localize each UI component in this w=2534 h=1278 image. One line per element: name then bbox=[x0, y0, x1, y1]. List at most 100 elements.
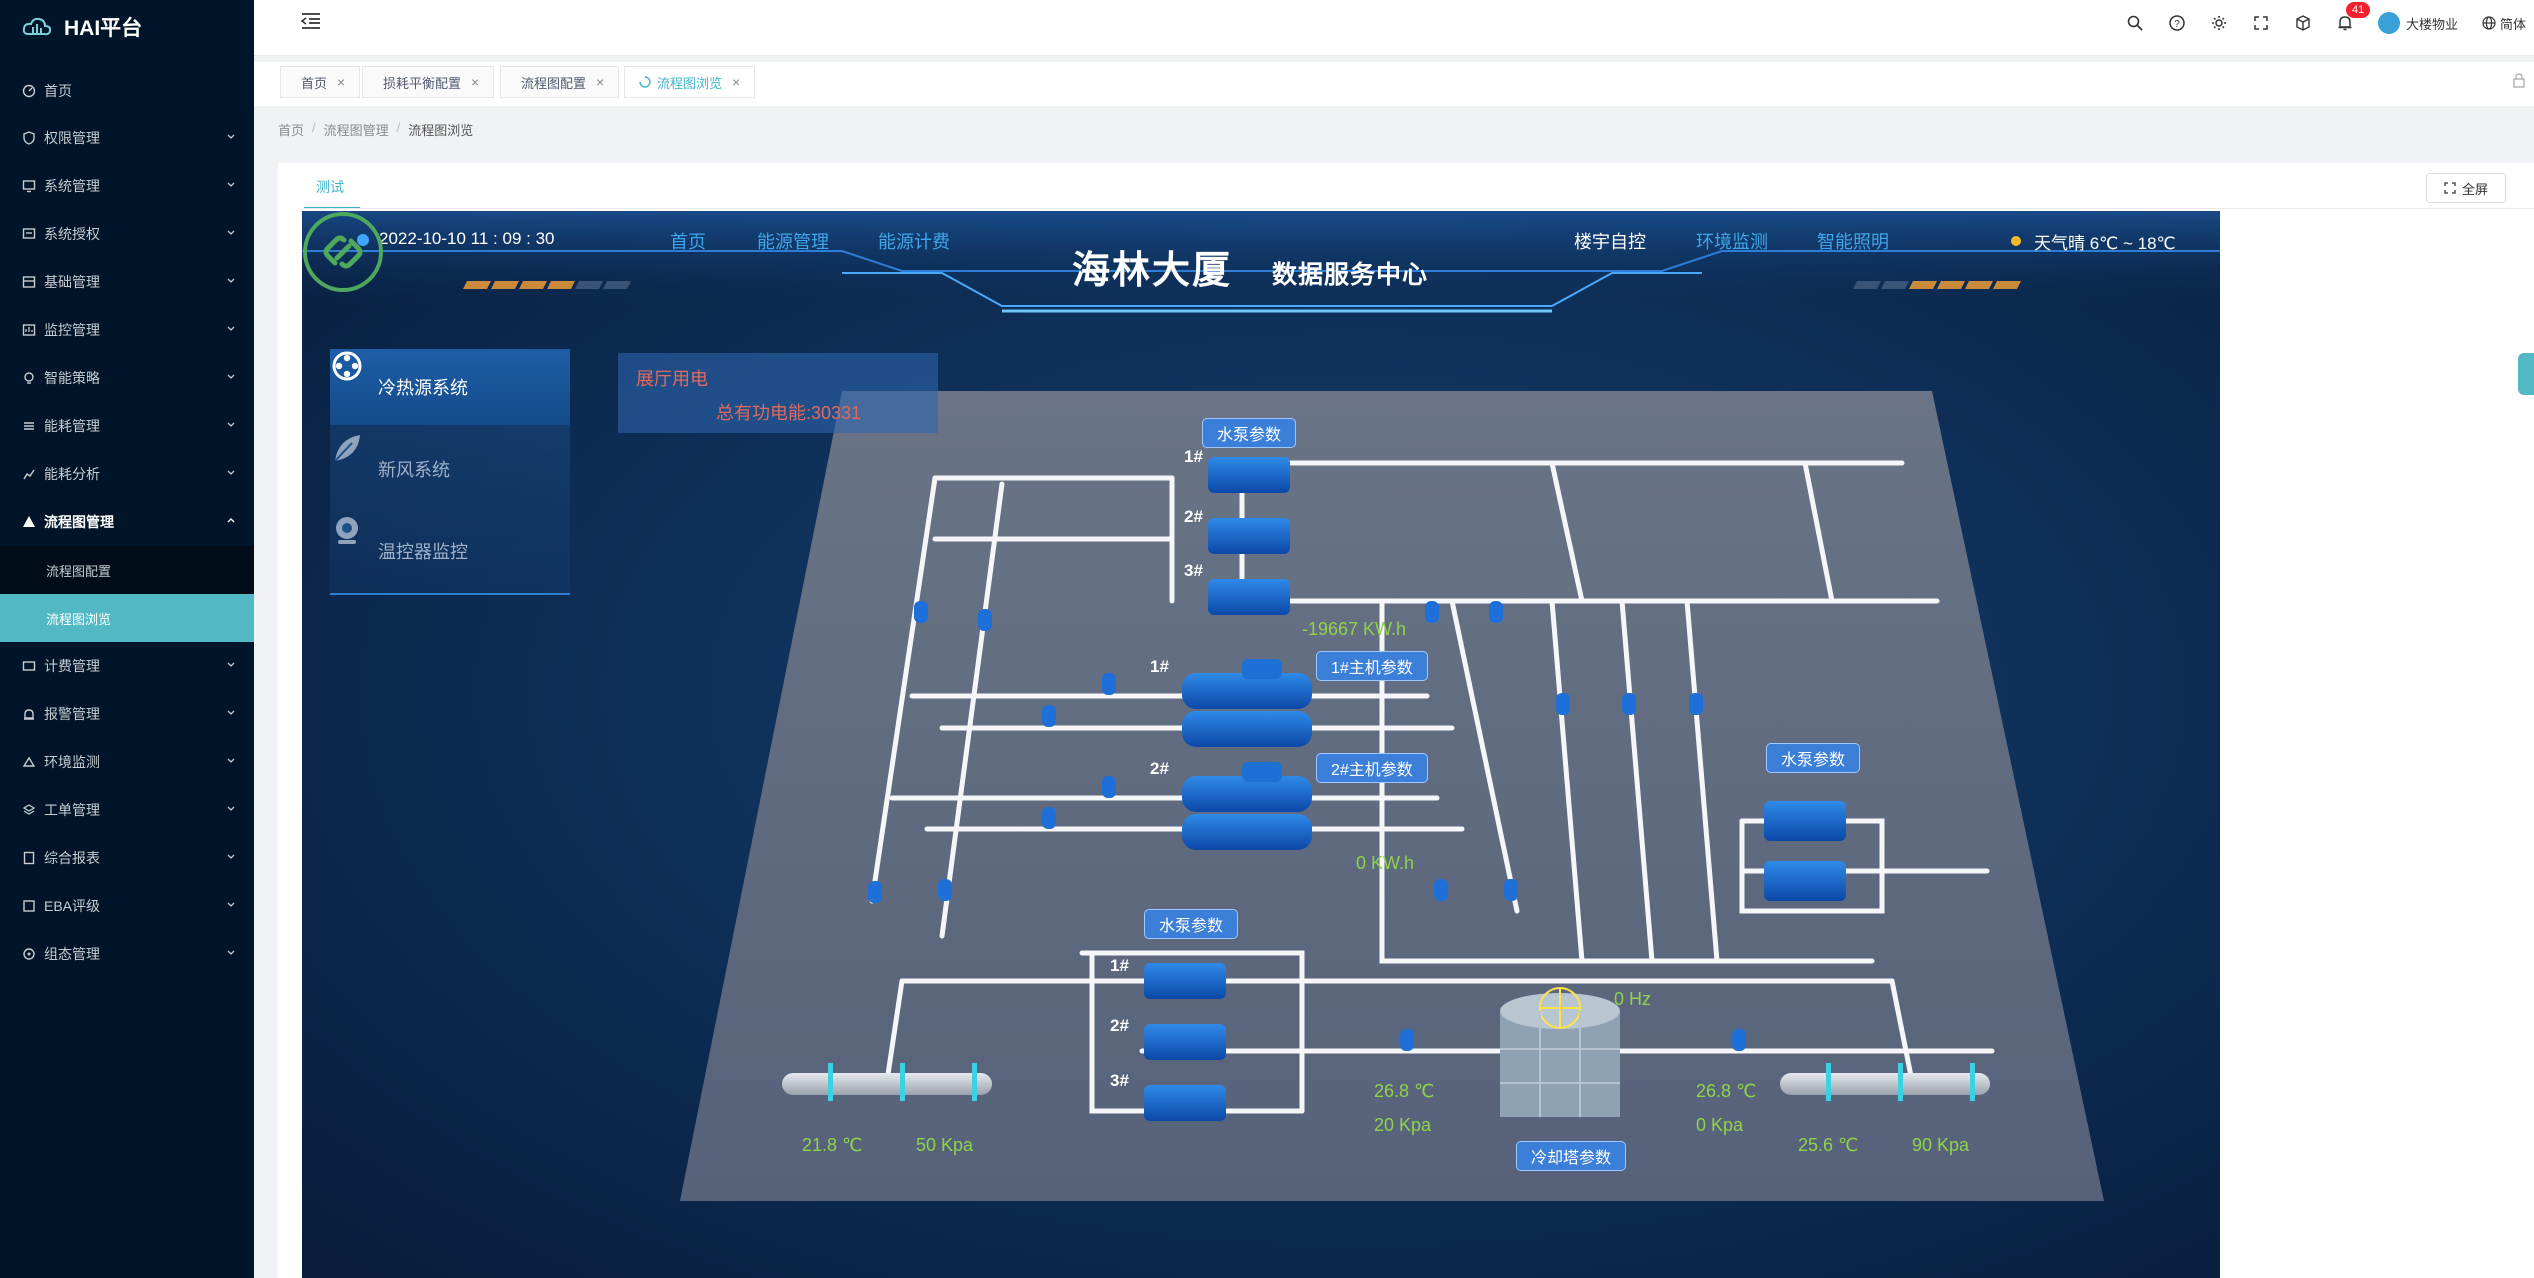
language-label: 简体 bbox=[2499, 16, 2526, 32]
sidebar-item-label: 首页 bbox=[44, 83, 72, 99]
sidebar-item-label: 系统授权 bbox=[44, 226, 100, 242]
sidebar-item-strategy[interactable]: 智能策略 bbox=[0, 354, 254, 402]
sidebar-item-label: EBA评级 bbox=[44, 898, 101, 914]
monitor-icon bbox=[22, 324, 36, 336]
fullscreen-icon[interactable] bbox=[2252, 14, 2270, 32]
header-ornament-right bbox=[1853, 281, 2021, 289]
report-icon bbox=[23, 851, 35, 865]
lock-icon[interactable] bbox=[2512, 72, 2526, 88]
environment-icon bbox=[22, 756, 36, 767]
sidebar-item-license[interactable]: 系统授权 bbox=[0, 210, 254, 258]
sidebar-item-label: 流程图管理 bbox=[44, 514, 114, 530]
cube-icon[interactable] bbox=[2294, 14, 2312, 32]
breadcrumb-item[interactable]: 首页 bbox=[278, 123, 305, 138]
close-icon[interactable]: × bbox=[732, 74, 741, 90]
tab-label: 流程图配置 bbox=[521, 75, 587, 91]
pump-bottom-group bbox=[1144, 963, 1226, 1121]
sidebar-item-reports[interactable]: 综合报表 bbox=[0, 834, 254, 882]
menu-fold-icon[interactable] bbox=[300, 11, 322, 31]
rating-icon bbox=[23, 900, 35, 912]
tab-label: 流程图浏览 bbox=[657, 75, 723, 91]
link-icon[interactable] bbox=[302, 211, 384, 293]
breadcrumb-separator: / bbox=[396, 120, 401, 135]
tower-frequency: 0 Hz bbox=[1614, 989, 1652, 1009]
sidebar-item-label: 综合报表 bbox=[44, 850, 100, 866]
left-temperature: 21.8 ℃ bbox=[802, 1135, 863, 1155]
nav-environment-monitoring[interactable]: 环境监测 bbox=[1696, 232, 1768, 252]
cooling-tower-params-button[interactable]: 冷却塔参数 bbox=[1516, 1141, 1627, 1171]
tab-flow-config[interactable]: 流程图配置 × bbox=[500, 66, 620, 98]
chevron-down-icon bbox=[227, 854, 235, 859]
sidebar-item-environment[interactable]: 环境监测 bbox=[0, 738, 254, 786]
system-item-fresh-air[interactable]: 新风系统 bbox=[330, 431, 570, 507]
system-item-hvac-source[interactable]: 冷热源系统 bbox=[330, 349, 570, 425]
chevron-down-icon bbox=[227, 422, 235, 427]
sidebar-menu: 首页 权限管理 系统管理 系统授权 基础管理 监控管理 bbox=[0, 68, 254, 978]
sidebar-item-alarm[interactable]: 报警管理 bbox=[0, 690, 254, 738]
button-label: 水泵参数 bbox=[1159, 918, 1224, 935]
tab-test[interactable]: 测试 bbox=[316, 179, 344, 195]
sidebar-item-flowchart[interactable]: 流程图管理 bbox=[0, 498, 254, 546]
chevron-down-icon bbox=[227, 758, 235, 763]
user-menu[interactable]: 大楼物业 bbox=[2377, 12, 2458, 34]
sidebar-item-workorder[interactable]: 工单管理 bbox=[0, 786, 254, 834]
chevron-down-icon bbox=[227, 902, 235, 907]
sidebar-subitem-flow-browse[interactable]: 流程图浏览 bbox=[0, 594, 254, 642]
tab-flow-browse[interactable]: 流程图浏览 × bbox=[624, 66, 756, 98]
close-icon[interactable]: × bbox=[337, 74, 346, 90]
sidebar-item-monitoring[interactable]: 监控管理 bbox=[0, 306, 254, 354]
sidebar-item-eba[interactable]: EBA评级 bbox=[0, 882, 254, 930]
manifold-right bbox=[1780, 1063, 1990, 1101]
pump-top-params-button[interactable]: 水泵参数 bbox=[1202, 418, 1297, 448]
nav-energy-billing[interactable]: 能源计费 bbox=[878, 232, 950, 252]
sidebar-item-basic[interactable]: 基础管理 bbox=[0, 258, 254, 306]
tab-loss-balance[interactable]: 损耗平衡配置 × bbox=[362, 66, 495, 98]
chiller-1-params-button[interactable]: 1#主机参数 bbox=[1316, 651, 1428, 681]
pump-bottom-params-button[interactable]: 水泵参数 bbox=[1144, 909, 1239, 939]
chiller-2-params-button[interactable]: 2#主机参数 bbox=[1316, 753, 1428, 783]
page-tabs: 首页 × 损耗平衡配置 × 流程图配置 × 流程图浏览 × bbox=[254, 62, 2534, 106]
nav-energy-management[interactable]: 能源管理 bbox=[757, 232, 829, 252]
valve-group bbox=[868, 601, 1746, 1051]
pump-right-params-button[interactable]: 水泵参数 bbox=[1766, 743, 1861, 773]
mid-pressure: 20 Kpa bbox=[1374, 1115, 1432, 1135]
header-line bbox=[302, 250, 2220, 272]
tab-home[interactable]: 首页 × bbox=[280, 66, 361, 98]
notification-button[interactable]: 41 bbox=[2336, 2, 2371, 32]
nav-building-automation[interactable]: 楼宇自控 bbox=[1574, 232, 1646, 252]
sidebar-item-system[interactable]: 系统管理 bbox=[0, 162, 254, 210]
manifold-left bbox=[782, 1063, 992, 1101]
chevron-down-icon bbox=[227, 950, 235, 955]
language-switcher[interactable]: 简体 bbox=[2482, 14, 2526, 33]
pump-number-label: 2# bbox=[1110, 1016, 1129, 1035]
avatar bbox=[2377, 12, 2400, 34]
sidebar-item-configuration[interactable]: 组态管理 bbox=[0, 930, 254, 978]
top-header: ? 41 大楼物业 简体 bbox=[254, 0, 2534, 56]
database-icon bbox=[22, 276, 36, 288]
sidebar-item-home[interactable]: 首页 bbox=[0, 68, 254, 114]
sidebar-subitem-flow-config[interactable]: 流程图配置 bbox=[0, 546, 254, 594]
sidebar-item-energy[interactable]: 能耗管理 bbox=[0, 402, 254, 450]
sidebar-item-billing[interactable]: 计费管理 bbox=[0, 642, 254, 690]
system-item-thermostat[interactable]: 温控器监控 bbox=[330, 513, 570, 589]
nav-home[interactable]: 首页 bbox=[670, 232, 706, 252]
help-icon[interactable]: ? bbox=[2168, 14, 2186, 32]
breadcrumb-item[interactable]: 流程图管理 bbox=[323, 123, 389, 138]
nav-smart-lighting[interactable]: 智能照明 bbox=[1817, 232, 1889, 252]
search-icon[interactable] bbox=[2126, 14, 2144, 32]
system-menu: 冷热源系统 新风系统 温控器监控 bbox=[330, 349, 570, 595]
close-icon[interactable]: × bbox=[471, 74, 480, 90]
sidebar-item-label: 能耗管理 bbox=[44, 418, 100, 434]
sidebar-item-analysis[interactable]: 能耗分析 bbox=[0, 450, 254, 498]
user-name: 大楼物业 bbox=[2405, 16, 2458, 32]
close-icon[interactable]: × bbox=[596, 74, 605, 90]
side-drawer-handle[interactable] bbox=[2518, 353, 2534, 395]
sidebar-item-permissions[interactable]: 权限管理 bbox=[0, 114, 254, 162]
weather-dot bbox=[2011, 236, 2021, 246]
energy-reading-1: -19667 KW.h bbox=[1302, 619, 1407, 639]
button-label: 水泵参数 bbox=[1217, 427, 1282, 444]
flowchart-scene: 2022-10-10 11 : 09 : 30 首页 能源管理 能源计费 海林大… bbox=[302, 211, 2220, 1278]
app-logo[interactable]: HAI平台 bbox=[0, 0, 254, 54]
settings-icon[interactable] bbox=[2210, 14, 2228, 32]
fullscreen-button[interactable]: 全屏 bbox=[2426, 173, 2506, 203]
